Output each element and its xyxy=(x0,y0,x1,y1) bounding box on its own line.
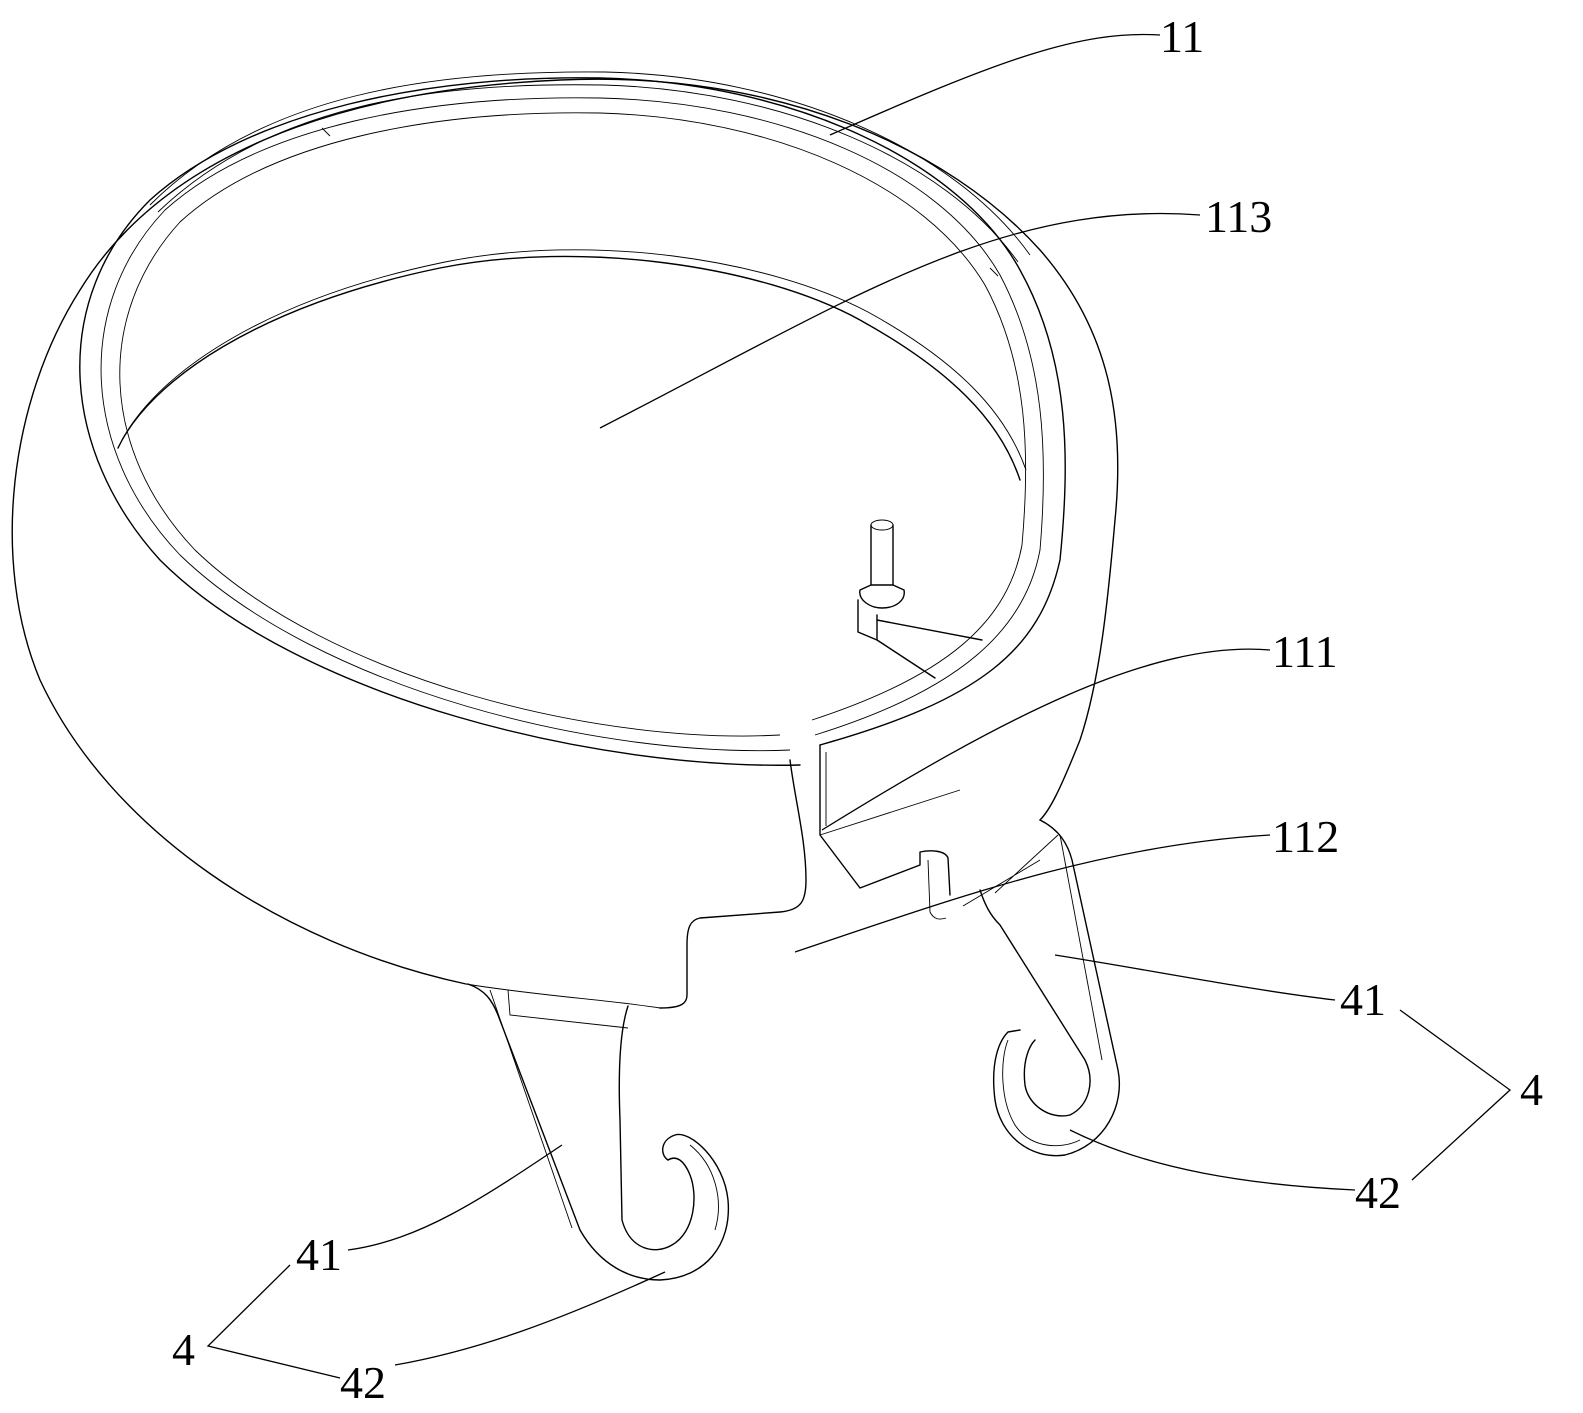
left-plate-top xyxy=(507,989,629,1029)
floor-back-edge-2 xyxy=(121,249,1027,471)
left-hook-inner xyxy=(618,1005,695,1251)
right-plate xyxy=(993,819,1120,1157)
pin-shaft xyxy=(870,524,894,586)
pin-top xyxy=(870,519,894,531)
notch-face-bottom xyxy=(819,789,961,836)
leader-42-right xyxy=(1069,1129,1356,1191)
left-hanger xyxy=(467,983,730,1281)
rim-inner xyxy=(100,97,1044,752)
leader-41-left xyxy=(347,1144,563,1251)
left-hook-edge xyxy=(689,1144,719,1231)
leader-112 xyxy=(794,834,1271,953)
ring-bottom-line xyxy=(465,983,661,1009)
label-42-left: 42 xyxy=(340,1357,386,1408)
label-4-left: 4 xyxy=(172,1324,195,1375)
leader-111 xyxy=(821,648,1271,831)
right-plate-line xyxy=(1059,834,1103,1061)
rim-top-edge-2 xyxy=(157,84,1019,263)
ring-body xyxy=(11,71,1119,1009)
right-plate-top xyxy=(962,834,1059,907)
rim-tick-right xyxy=(989,267,999,277)
label-41-left: 41 xyxy=(296,1229,342,1280)
pin-collar xyxy=(859,584,905,609)
label-11: 11 xyxy=(1160,11,1204,62)
leader-113 xyxy=(599,212,1201,429)
notch-block xyxy=(927,859,947,920)
leader-11 xyxy=(829,33,1161,136)
labels: 11 113 111 112 41 4 42 41 4 42 xyxy=(172,11,1543,1408)
pin-arm xyxy=(876,619,983,679)
label-113: 113 xyxy=(1205,191,1272,242)
leader-lines xyxy=(206,33,1512,1379)
notch-face-top xyxy=(819,739,837,746)
right-plate-edge xyxy=(979,889,1091,1117)
split-right-edge xyxy=(819,744,951,896)
label-112: 112 xyxy=(1272,811,1339,862)
label-4-right: 4 xyxy=(1520,1064,1543,1115)
latch-pin xyxy=(857,519,983,679)
leader-41-right xyxy=(1054,954,1336,1001)
pin-base xyxy=(857,599,878,641)
bracket-4-right xyxy=(1399,1009,1512,1181)
left-plate-edge xyxy=(489,989,573,1229)
rim-inner-2 xyxy=(119,112,1027,737)
label-41-right: 41 xyxy=(1340,974,1386,1025)
right-hanger xyxy=(962,819,1120,1157)
ring-outer-outline xyxy=(11,78,1119,985)
left-plate xyxy=(467,983,730,1281)
rim-tick-left xyxy=(321,127,331,137)
leader-42-left xyxy=(394,1271,666,1366)
label-42-right: 42 xyxy=(1355,1167,1401,1218)
right-hook-edge xyxy=(1002,1039,1081,1147)
rim-outer xyxy=(79,77,1066,766)
split-left-edge xyxy=(659,759,807,1009)
bracket-4-left xyxy=(206,1264,341,1379)
rim-top-edge xyxy=(149,71,1031,256)
label-111: 111 xyxy=(1272,626,1338,677)
floor-back-edge xyxy=(117,255,1021,481)
